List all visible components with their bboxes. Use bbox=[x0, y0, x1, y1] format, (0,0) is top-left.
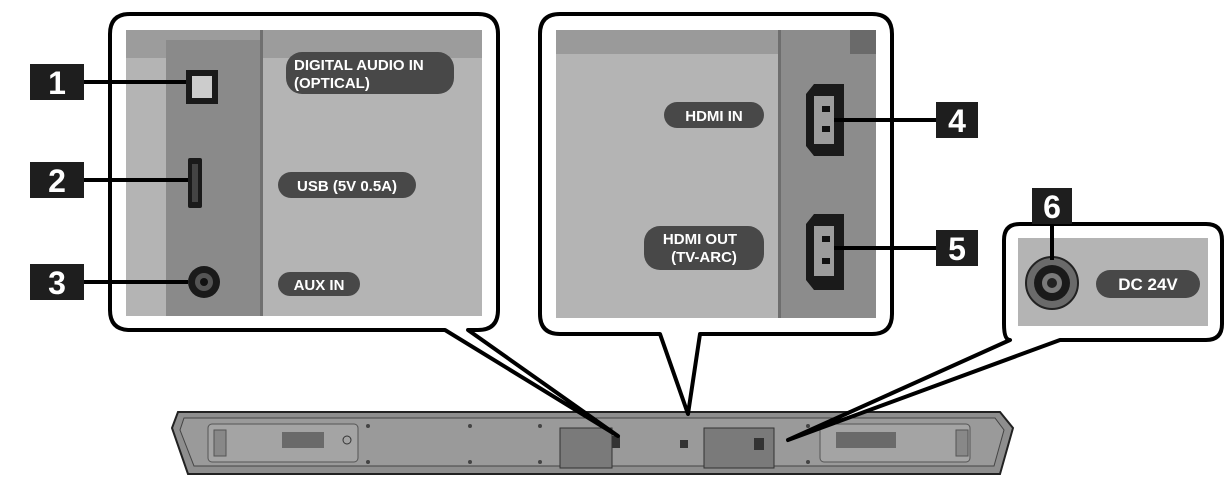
svg-text:(TV-ARC): (TV-ARC) bbox=[671, 249, 737, 266]
svg-text:HDMI OUT: HDMI OUT bbox=[663, 231, 737, 248]
label-dc-24v: DC 24V bbox=[1096, 270, 1200, 298]
label-digital-audio-in: DIGITAL AUDIO IN (OPTICAL) bbox=[286, 52, 454, 94]
aux-jack-icon bbox=[188, 266, 220, 298]
callout-number-3: 3 bbox=[30, 264, 84, 301]
hdmi-out-port-icon bbox=[806, 214, 844, 290]
callout-number-6: 6 bbox=[1032, 188, 1072, 225]
callout-panel-middle bbox=[538, 12, 894, 416]
label-aux-in: AUX IN bbox=[278, 272, 360, 296]
svg-text:2: 2 bbox=[48, 163, 66, 199]
svg-text:HDMI IN: HDMI IN bbox=[685, 108, 743, 125]
svg-text:3: 3 bbox=[48, 265, 66, 301]
svg-text:4: 4 bbox=[948, 103, 966, 139]
hdmi-in-port-icon bbox=[806, 84, 844, 156]
dc-power-jack-icon bbox=[1025, 256, 1079, 310]
svg-text:1: 1 bbox=[48, 65, 66, 101]
soundbar-body bbox=[170, 411, 1015, 475]
callout-number-2: 2 bbox=[30, 162, 84, 199]
svg-text:USB (5V 0.5A): USB (5V 0.5A) bbox=[297, 178, 397, 195]
svg-text:6: 6 bbox=[1043, 189, 1061, 225]
callout-number-4: 4 bbox=[936, 102, 978, 139]
label-usb: USB (5V 0.5A) bbox=[278, 172, 416, 198]
callout-number-1: 1 bbox=[30, 64, 84, 101]
svg-text:DC 24V: DC 24V bbox=[1118, 275, 1178, 294]
svg-text:(OPTICAL): (OPTICAL) bbox=[294, 75, 370, 92]
leader-lines bbox=[84, 80, 1054, 284]
callout-number-5: 5 bbox=[936, 230, 978, 267]
optical-port-icon bbox=[186, 70, 218, 104]
label-hdmi-in: HDMI IN bbox=[664, 102, 764, 128]
svg-text:5: 5 bbox=[948, 231, 966, 267]
label-hdmi-out: HDMI OUT (TV-ARC) bbox=[644, 226, 764, 270]
usb-port-icon bbox=[188, 158, 202, 208]
svg-text:DIGITAL AUDIO IN: DIGITAL AUDIO IN bbox=[294, 57, 424, 74]
svg-text:AUX IN: AUX IN bbox=[294, 277, 345, 294]
